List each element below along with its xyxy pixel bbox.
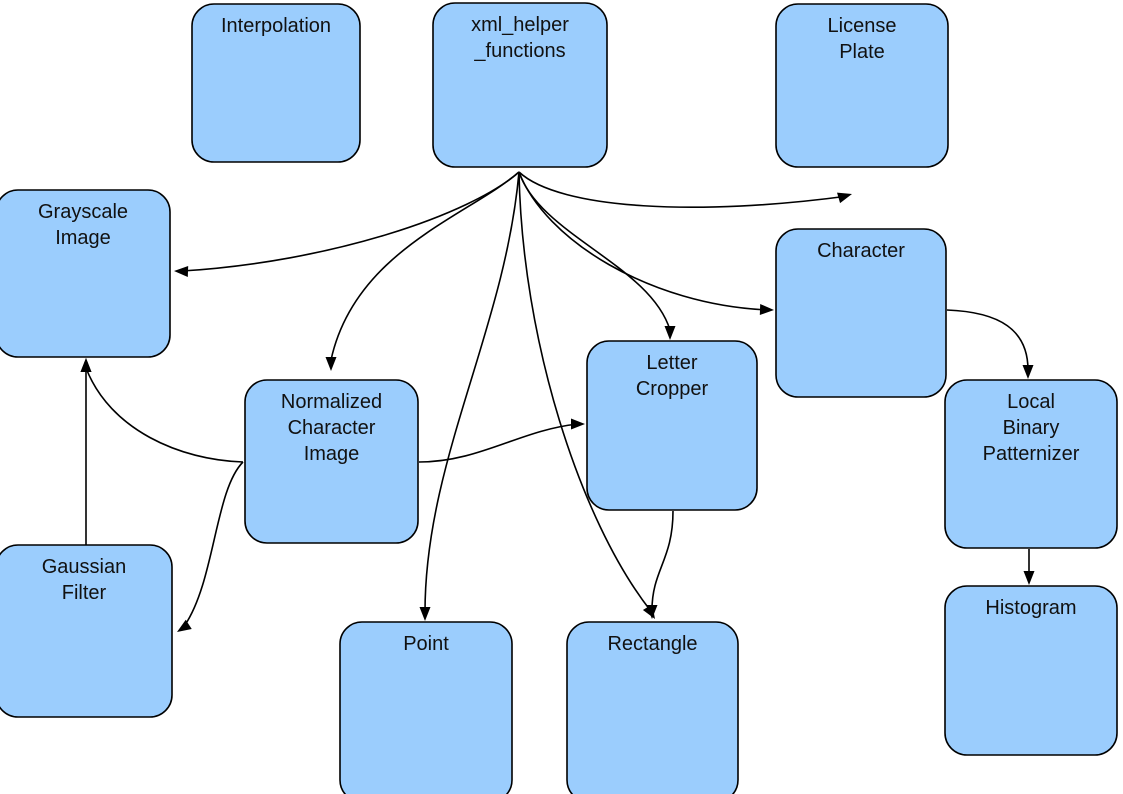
- node-histogram[interactable]: Histogram: [944, 585, 1118, 756]
- node-box[interactable]: [775, 3, 949, 168]
- edge-xml-to-point: [419, 171, 520, 621]
- node-box[interactable]: [244, 379, 419, 544]
- edge-line: [418, 423, 579, 463]
- edge-line: [651, 510, 674, 611]
- edge-character-to-local-binary-patternizer: [946, 309, 1034, 379]
- arrowhead-icon: [1023, 571, 1035, 585]
- node-box[interactable]: [566, 621, 739, 794]
- node-rectangle[interactable]: Rectangle: [566, 621, 739, 794]
- node-character[interactable]: Character: [775, 228, 947, 398]
- edge-line: [518, 171, 651, 611]
- arrowhead-icon: [646, 605, 658, 619]
- edge-line: [518, 171, 849, 209]
- arrowhead-icon: [664, 326, 676, 340]
- arrowhead-icon: [325, 357, 337, 371]
- edge-line: [181, 171, 520, 272]
- edge-line: [184, 461, 244, 626]
- arrowhead-icon: [174, 265, 189, 277]
- edge-gaussian-filter-to-grayscale-image: [80, 358, 92, 545]
- node-box[interactable]: [586, 340, 758, 511]
- edge-line: [424, 171, 520, 613]
- node-box[interactable]: [944, 585, 1118, 756]
- edge-line: [330, 171, 520, 361]
- node-box[interactable]: [191, 3, 361, 163]
- edge-xml-to-license-plate: [518, 171, 852, 209]
- node-box[interactable]: [775, 228, 947, 398]
- arrowhead-icon: [177, 619, 192, 632]
- node-point[interactable]: Point: [339, 621, 513, 794]
- arrowhead-icon: [1022, 365, 1034, 379]
- edge-layer: [80, 171, 1035, 632]
- edge-xml-to-normalized-character-image: [325, 171, 520, 371]
- edge-normalized-character-image-to-grayscale-image: [80, 358, 244, 463]
- node-box[interactable]: [0, 189, 171, 358]
- node-box[interactable]: [944, 379, 1118, 549]
- arrowhead-icon: [759, 304, 774, 316]
- node-label: Character: [817, 240, 905, 262]
- edge-line: [946, 309, 1029, 371]
- node-label: xml_helper_functions: [471, 14, 569, 62]
- edge-xml-to-grayscale-image: [174, 171, 520, 277]
- node-label: Point: [403, 633, 449, 655]
- edge-line: [518, 171, 671, 331]
- node-xml_helper_functions[interactable]: xml_helper_functions: [432, 2, 608, 168]
- node-interpolation[interactable]: Interpolation: [191, 3, 361, 163]
- edge-xml-to-letter-cropper: [518, 171, 676, 340]
- arrowhead-icon: [419, 607, 431, 621]
- node-label: Interpolation: [221, 15, 331, 37]
- arrowhead-icon: [837, 192, 852, 204]
- edge-line: [85, 367, 244, 463]
- arrowhead-icon: [80, 358, 92, 372]
- edge-letter-cropper-to-rectangle: [646, 510, 674, 619]
- arrowhead-icon: [571, 418, 585, 430]
- node-box[interactable]: [0, 544, 173, 718]
- node-label: Histogram: [985, 597, 1076, 619]
- edge-normalized-character-image-to-gaussian-filter: [177, 461, 244, 632]
- edge-normalized-character-image-to-letter-cropper: [418, 418, 585, 463]
- node-box[interactable]: [432, 2, 608, 168]
- edge-xml-to-character: [518, 171, 774, 316]
- node-label: Rectangle: [607, 633, 697, 655]
- edge-local-binary-patternizer-to-histogram: [1023, 549, 1035, 585]
- node-box[interactable]: [339, 621, 513, 794]
